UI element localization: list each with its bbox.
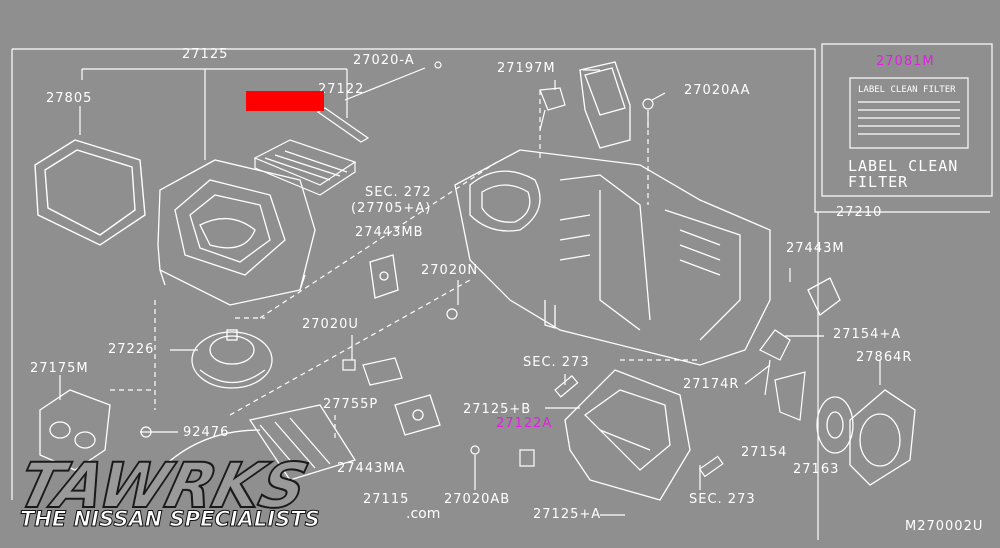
label-sec272: SEC. 272 [365,185,432,200]
label-sec273-top: SEC. 273 [523,355,590,370]
amplifier-box [579,61,631,149]
label-27154a: 27154+A [833,327,902,342]
label-27443m: 27443M [786,241,845,256]
inset-caption-line1: LABEL CLEAN [848,157,959,175]
label-27755p: 27755P [323,397,379,412]
frame-border [12,48,990,213]
label-27020ab: 27020AB [444,492,511,507]
label-27020n: 27020N [421,263,479,278]
card-title: LABEL CLEAN FILTER [858,85,956,95]
label-92476: 92476 [183,425,230,440]
label-27443ma: 27443MA [337,461,406,476]
label-27154: 27154 [741,445,788,460]
label-27115: 27115 [363,492,410,507]
label-27705a: (27705+A) [351,201,432,216]
duct-piece [362,357,403,386]
label-27020-a: 27020-A [353,53,415,68]
actuator-m [807,277,841,316]
inset-frame [821,43,993,197]
filter-strip [316,107,370,143]
screw-bottom [470,445,480,455]
filter-seal [519,449,535,467]
diagram-id: M270002U [905,519,984,534]
heater-core [159,404,357,481]
label-27226: 27226 [108,342,155,357]
label-27864r: 27864R [856,350,913,365]
blower-case [157,159,316,306]
aspirator [539,87,566,131]
label-27125: 27125 [182,47,229,62]
label-27210: 27210 [836,205,883,220]
filter-element [253,139,357,196]
hose-clamp [140,426,152,438]
nut [446,308,458,320]
label-27122a: 27122A [496,416,553,431]
label-27274l: 27274L [246,92,301,107]
hvac-unit [454,149,771,366]
label-27020u: 27020U [302,317,359,332]
link-upper [759,329,791,396]
label-27197m: 27197M [497,61,556,76]
link-disc [816,396,854,454]
label-27175m: 27175M [30,361,89,376]
screw-right [642,98,654,128]
filter-frame [34,139,146,246]
screw-top [434,61,442,69]
duct-seal-top [554,375,579,398]
actuator-ma [394,394,441,436]
watermark-domain: .com [406,506,441,522]
highlight-27274l: 27274L [246,91,324,111]
label-27805: 27805 [46,91,93,106]
label-27122: 27122 [318,82,365,97]
link-lower [774,371,806,421]
lower-case [564,369,691,501]
inset-caption-line2: FILTER [848,173,909,191]
label-27174r: 27174R [683,377,740,392]
duct-seal-bottom [698,455,724,478]
label-27163: 27163 [793,462,840,477]
actuator-mb [369,254,399,299]
side-cover [849,389,916,486]
blower-motor [191,329,273,389]
watermark-tagline: THE NISSAN SPECIALISTS [20,507,321,531]
label-27125b: 27125+B [463,402,532,417]
label-27020aa: 27020AA [684,83,751,98]
heater-duct [39,389,111,471]
label-27443mb: 27443MB [355,225,424,240]
inset-part-number: 27081M [876,54,935,69]
label-sec273-bottom: SEC. 273 [689,492,756,507]
label-27125a: 27125+A [533,507,602,522]
clip [342,359,356,371]
label-card [849,77,969,149]
